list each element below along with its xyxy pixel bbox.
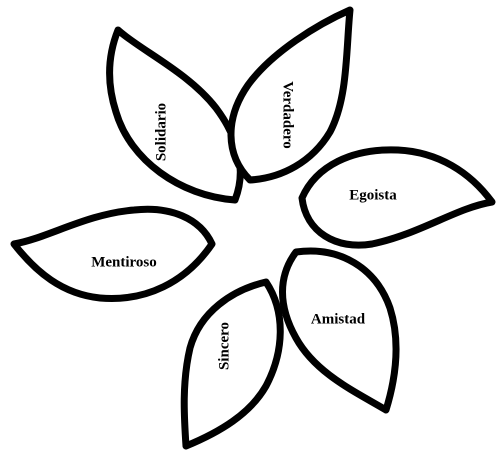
petal-label-mentiroso: Mentiroso [91, 254, 157, 270]
petal-mentiroso: Mentiroso [14, 209, 212, 298]
petal-label-egoista: Egoista [349, 187, 397, 203]
petal-egoista: Egoista [302, 150, 492, 245]
petal-label-sincero: Sincero [216, 322, 232, 370]
petal-solidario: Solidario [110, 30, 241, 200]
petal-label-amistad: Amistad [311, 311, 366, 327]
petal-label-solidario: Solidario [153, 103, 169, 161]
petal-amistad: Amistad [283, 251, 397, 410]
petal-label-verdadero: Verdadero [280, 81, 296, 149]
petal-sincero: Sincero [184, 282, 280, 446]
petal-verdadero: Verdadero [231, 10, 350, 180]
